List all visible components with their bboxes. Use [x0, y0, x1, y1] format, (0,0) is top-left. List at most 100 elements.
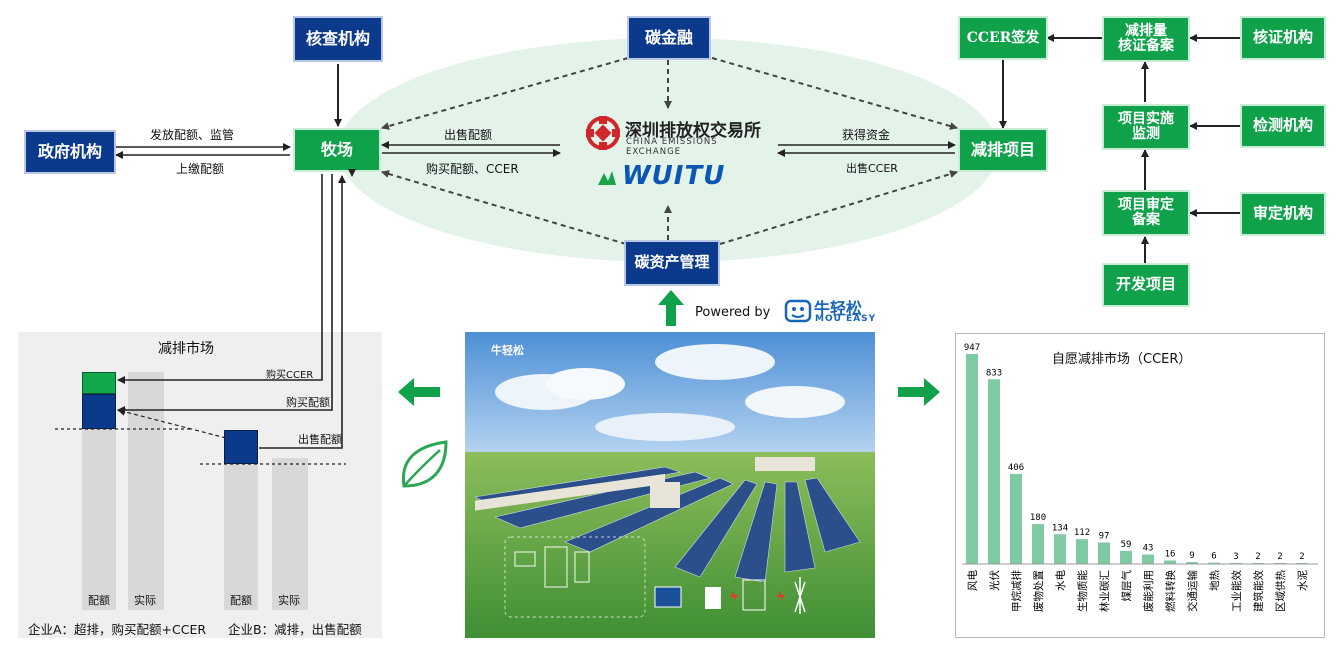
bar-0 — [966, 354, 978, 564]
node-monitor-org: 检测机构 — [1240, 104, 1326, 148]
exchange-name-cn: 深圳排放权交易所 — [625, 121, 761, 141]
finance-to-farm-dashed — [381, 57, 629, 130]
bar-value-label: 3 — [1233, 552, 1238, 562]
node-government: 政府机构 — [24, 130, 116, 174]
label-sell-ccer: 出售CCER — [846, 162, 898, 175]
bar-value-label: 833 — [986, 368, 1002, 378]
company-a-quota-label: 配额 — [88, 594, 110, 607]
node-carbon-asset: 碳资产管理 — [624, 240, 720, 286]
buy-ccer-line — [117, 174, 323, 384]
bar-value-label: 59 — [1121, 540, 1132, 550]
bar-value-label: 43 — [1143, 543, 1154, 553]
energy-icons — [654, 577, 806, 614]
farm-photo: 牛轻松 — [465, 332, 875, 638]
bar-8 — [1142, 554, 1154, 564]
node-project-monitor: 项目实施 监测 — [1102, 104, 1190, 150]
bar-3 — [1032, 524, 1044, 564]
bar-value-label: 947 — [964, 343, 980, 353]
category-label: 风电 — [966, 570, 979, 591]
node-develop-project: 开发项目 — [1102, 263, 1190, 307]
bar-value-label: 406 — [1008, 463, 1024, 473]
market-panel: 减排市场 配额 实际 配额 实际 企业A：超排，购买配额+CCER 企业B：减排… — [18, 332, 382, 638]
company-a-actual-label: 实际 — [134, 594, 156, 607]
company-b-caption: 企业B：减排，出售配额 — [228, 622, 362, 637]
partner-mark-icon — [598, 171, 616, 185]
category-label: 交通运输 — [1186, 570, 1199, 612]
label-issue-quota: 发放配额、监管 — [150, 128, 235, 142]
exchange-emblem-icon — [586, 116, 620, 150]
category-label: 建筑能效 — [1252, 570, 1265, 612]
node-verify-org: 核证机构 — [1240, 16, 1326, 60]
up-arrow-icon — [658, 290, 684, 326]
label-get-funds: 获得资金 — [842, 128, 891, 142]
asset-to-farm-dashed — [381, 170, 627, 245]
brand-logo: 牛轻松 MOU EASY — [784, 295, 884, 327]
label-buy-quota-ccer: 购买配额、CCER — [426, 162, 519, 176]
exchange-name-en: CHINA EMISSIONS EXCHANGE — [626, 137, 718, 157]
cow-logo-icon — [784, 299, 812, 323]
category-label: 地热 — [1208, 570, 1221, 591]
category-label: 区域供热 — [1274, 570, 1287, 612]
category-label: 燃料转换 — [1164, 570, 1177, 612]
category-label: 废能利用 — [1142, 570, 1155, 612]
category-label: 生物质能 — [1076, 570, 1089, 612]
partner-name: WUITU — [622, 161, 726, 191]
bar-value-label: 6 — [1211, 552, 1216, 562]
finance-to-project-dashed — [711, 57, 958, 130]
company-a-caption: 企业A：超排，购买配额+CCER — [28, 622, 207, 637]
leaf-icon — [401, 440, 448, 488]
label-sell-quota-market: 出售配额 — [298, 433, 342, 446]
bar-value-label: 9 — [1189, 551, 1194, 561]
bar-value-label: 2 — [1299, 552, 1304, 562]
category-label: 废物处置 — [1032, 570, 1045, 612]
label-buy-ccer: 购买CCER — [266, 370, 314, 381]
left-arrow-icon — [398, 378, 440, 406]
company-b-actual-label: 实际 — [278, 594, 300, 607]
node-validation-org: 审定机构 — [1240, 192, 1326, 236]
company-b-actual-bar — [272, 458, 308, 610]
farm-illustration: 牛轻松 — [465, 332, 875, 638]
category-label: 煤层气 — [1120, 570, 1133, 602]
bar-1 — [988, 379, 1000, 564]
exchange-logo: 深圳排放权交易所 CHINA EMISSIONS EXCHANGE — [585, 115, 775, 157]
bar-9 — [1164, 560, 1176, 564]
bar-4 — [1054, 534, 1066, 564]
brand-name-cn: 牛轻松 — [814, 299, 863, 318]
partner-logo: WUITU — [596, 161, 746, 191]
category-label: 甲烷减排 — [1010, 570, 1023, 612]
node-project-validation: 项目审定 备案 — [1102, 190, 1190, 236]
buy-quota-line — [117, 174, 333, 414]
bar-10 — [1186, 562, 1198, 564]
bar-value-label: 112 — [1074, 528, 1090, 538]
bar-value-label: 2 — [1255, 552, 1260, 562]
powered-by-text: Powered by — [695, 305, 771, 320]
market-panel-title: 减排市场 — [158, 341, 214, 357]
node-reduction-verify: 减排量 核证备案 — [1102, 16, 1190, 62]
bar-value-label: 16 — [1165, 549, 1176, 559]
brand-name-en: MOU EASY — [815, 314, 877, 324]
node-ccer-issue: CCER签发 — [958, 16, 1048, 60]
node-farm: 牧场 — [293, 128, 381, 172]
category-label: 水电 — [1054, 570, 1067, 591]
bar-6 — [1098, 542, 1110, 564]
node-inspection-org: 核查机构 — [293, 16, 383, 62]
node-reduction-project: 减排项目 — [958, 128, 1048, 172]
bar-7 — [1120, 550, 1132, 564]
company-a-actual-bar — [128, 372, 164, 610]
bar-11 — [1208, 562, 1220, 564]
label-sell-quota: 出售配额 — [444, 128, 493, 142]
bar-value-label: 97 — [1099, 531, 1110, 541]
photo-watermark: 牛轻松 — [491, 343, 524, 357]
chart-title: 自愿减排市场（CCER） — [1052, 352, 1192, 367]
company-b-quota-label: 配额 — [230, 594, 252, 607]
category-label: 林业碳汇 — [1098, 570, 1111, 612]
bought-quota-block-a — [82, 394, 116, 429]
bar-5 — [1076, 539, 1088, 564]
sold-quota-block-b — [224, 430, 258, 464]
category-label: 光伏 — [988, 570, 1001, 591]
